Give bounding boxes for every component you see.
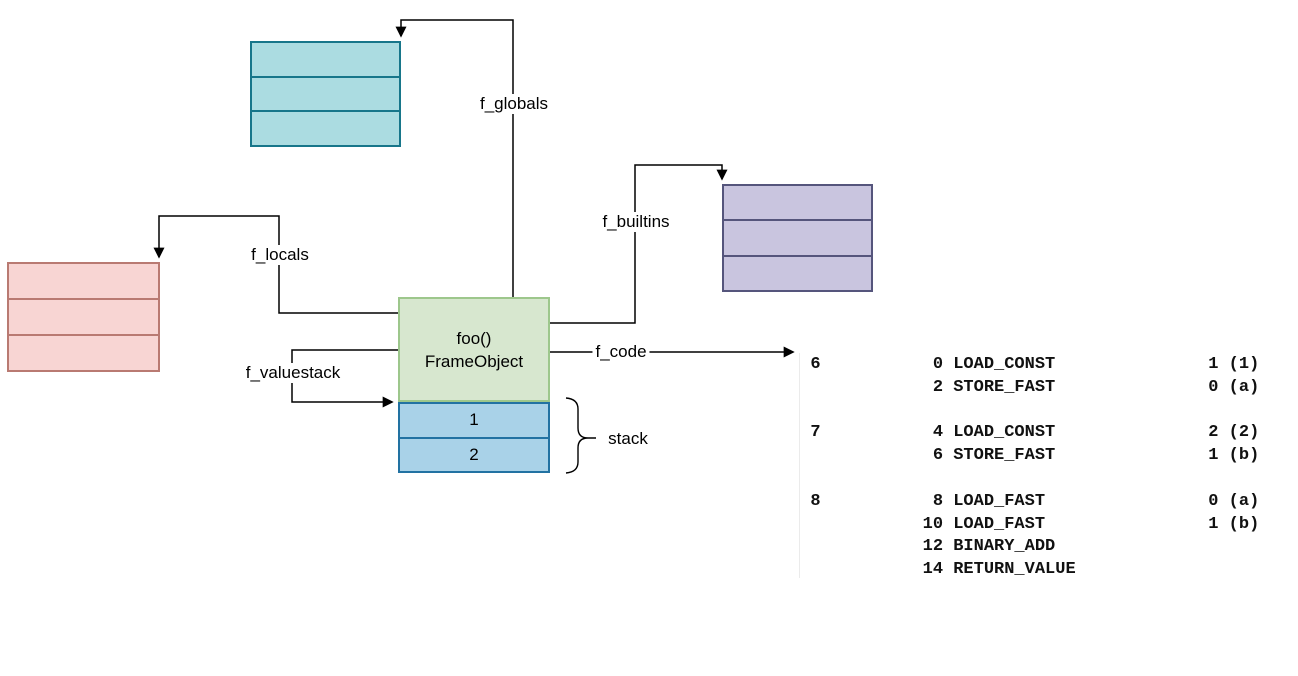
f-valuestack-label: f_valuestack: [242, 363, 344, 383]
locals-table-row: [9, 298, 158, 334]
globals-table-row: [252, 43, 399, 76]
globals-table-row: [252, 75, 399, 111]
value-stack-box: 1 2: [398, 402, 550, 473]
f-locals-label: f_locals: [248, 245, 312, 265]
frame-object-type: FrameObject: [424, 351, 524, 371]
dis-blank-line: [790, 400, 1259, 423]
builtins-table: [722, 184, 873, 292]
dis-blank-line: [790, 468, 1259, 491]
disassembly: 6 0 LOAD_CONST 1 (1) 2 STORE_FAST 0 (a) …: [790, 354, 1259, 582]
locals-table: [7, 262, 160, 372]
builtins-table-row: [724, 254, 871, 290]
builtins-table-row: [724, 186, 871, 219]
dis-instruction: 14 RETURN_VALUE: [790, 560, 1076, 580]
dis-instruction: 6 0 LOAD_CONST 1 (1): [790, 355, 1260, 374]
globals-table: [250, 41, 401, 147]
dis-instruction: 10 LOAD_FAST 1 (b): [790, 514, 1260, 534]
f-locals-connector: [153, 215, 398, 314]
locals-table-row: [9, 264, 158, 298]
globals-table-row: [252, 110, 399, 145]
f-builtins-label: f_builtins: [599, 212, 673, 232]
dis-instruction: 6 STORE_FAST 1 (b): [790, 446, 1260, 466]
builtins-table-row: [724, 219, 871, 254]
frame-function-name: foo(): [456, 328, 492, 348]
dis-instruction: 12 BINARY_ADD: [790, 537, 1056, 557]
dis-instruction: 2 STORE_FAST 0 (a): [790, 377, 1260, 397]
dis-instruction: 8 8 LOAD_FAST 0 (a): [790, 491, 1260, 511]
f-globals-connector: [395, 19, 514, 297]
f-builtins-connector: [550, 164, 728, 324]
stack-item: 2: [400, 436, 548, 472]
frame-object-box: foo() FrameObject: [398, 297, 550, 402]
f-globals-label: f_globals: [476, 94, 552, 114]
locals-table-row: [9, 334, 158, 370]
stack-brace: [565, 397, 596, 474]
dis-instruction: 7 4 LOAD_CONST 2 (2): [790, 423, 1260, 443]
f-code-label: f_code: [592, 342, 650, 362]
stack-label: stack: [608, 429, 648, 448]
stack-item: 1: [469, 410, 479, 430]
